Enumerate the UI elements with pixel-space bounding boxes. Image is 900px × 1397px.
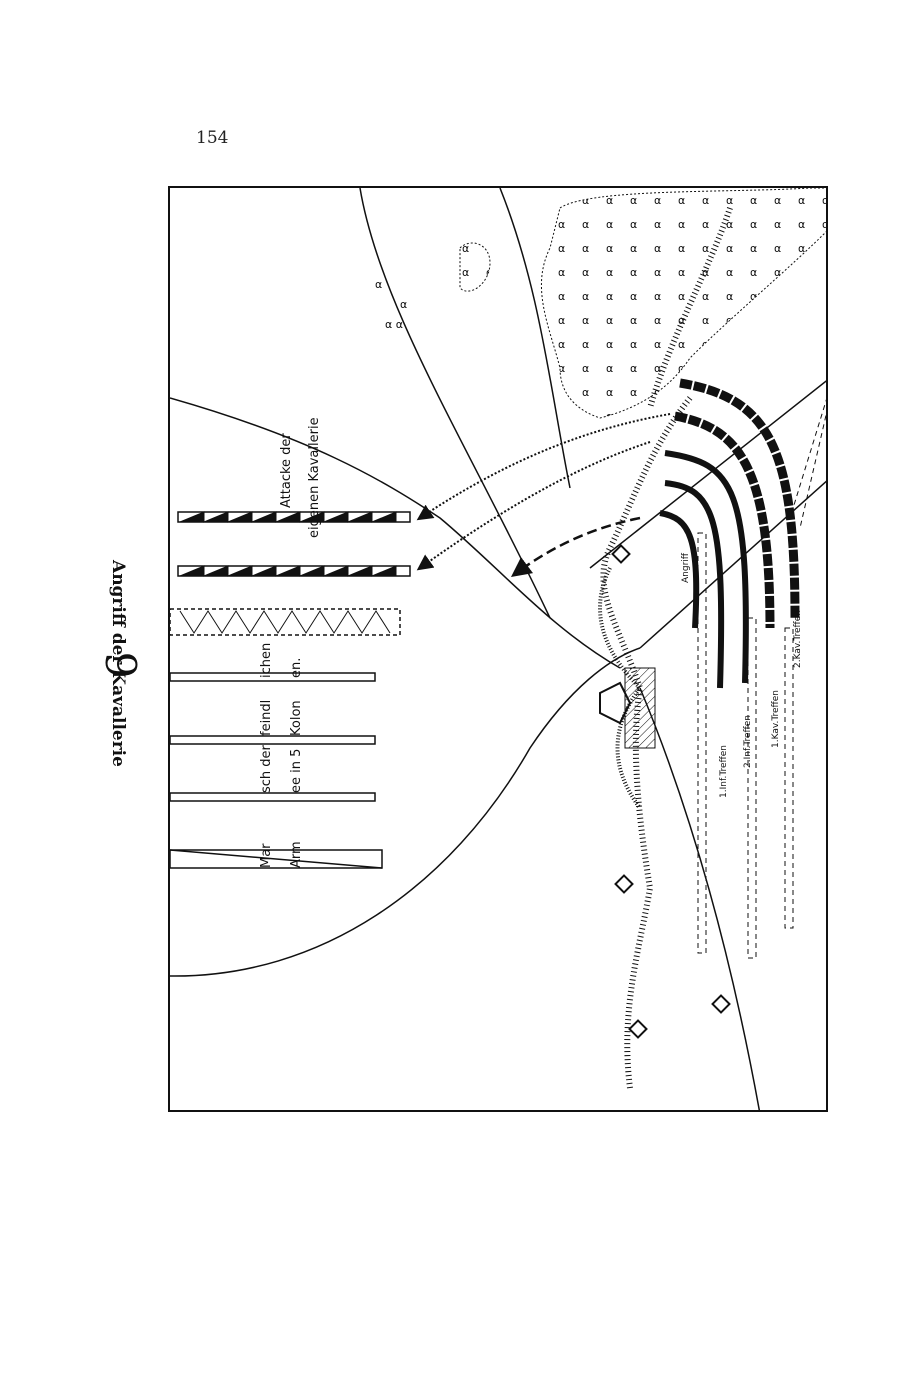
enemy-columns <box>170 608 401 869</box>
road-upper-left <box>170 397 621 669</box>
forest-small <box>459 242 491 292</box>
attack-arrow-3 <box>510 516 641 577</box>
map-drawing: α α α α α <box>170 188 826 1110</box>
march-label-2c: Kolon <box>289 700 304 736</box>
redoubt-4 <box>628 1019 648 1039</box>
town <box>624 667 656 749</box>
kav-treffen-1-label: 1.Kav.Treffen <box>771 690 781 748</box>
own-cavalry-lines <box>177 511 411 577</box>
svg-text:α: α <box>375 278 382 291</box>
fortress <box>599 681 632 725</box>
march-label-1c: feindl <box>259 700 274 736</box>
inf-treffen-2-label: 2.Inf.Treffen <box>743 715 753 768</box>
road-lower <box>639 687 761 1110</box>
road-upper-right <box>499 188 571 489</box>
trees-scattered: α α <box>385 318 403 331</box>
march-label-2d: en. <box>289 658 304 678</box>
reserve-columns <box>697 399 826 959</box>
march-label-1a: Mar <box>259 843 274 868</box>
road-diag-2 <box>639 480 826 649</box>
road-left-curve <box>170 647 641 977</box>
attack-label-2: eigenen Kavallerie <box>307 417 322 538</box>
road-diag-1 <box>589 380 826 569</box>
march-label: Mar sch der feindl ichen Arm ee in 5 Kol… <box>259 643 304 868</box>
inf-treffen-1-label: 1.Inf.Treffen <box>719 745 729 798</box>
redoubt-2 <box>614 874 634 894</box>
angriff-label: Angriff <box>681 552 691 583</box>
own-formations <box>659 378 800 689</box>
kav-treffen-2-label: 2.Kav.Treffen <box>793 610 803 668</box>
svg-text:α: α <box>400 298 407 311</box>
attack-arrow-1 <box>416 413 671 521</box>
plate-title: Angriff der Kavallerie <box>108 560 128 767</box>
attack-label-1: Attacke der <box>279 433 294 508</box>
redoubt-3 <box>711 994 731 1014</box>
march-label-1b: sch der <box>259 744 274 793</box>
march-label-1d: ichen <box>259 643 274 678</box>
march-label-2b: ee in 5 <box>289 749 304 793</box>
battle-map: α α α α α <box>168 186 828 1112</box>
page-number: 154 <box>196 128 229 148</box>
road-vertical <box>359 188 551 619</box>
attack-arrow-2 <box>416 441 651 571</box>
march-label-2a: Arm <box>289 841 304 868</box>
redoubt-1 <box>611 544 631 564</box>
forest-area <box>540 188 826 419</box>
